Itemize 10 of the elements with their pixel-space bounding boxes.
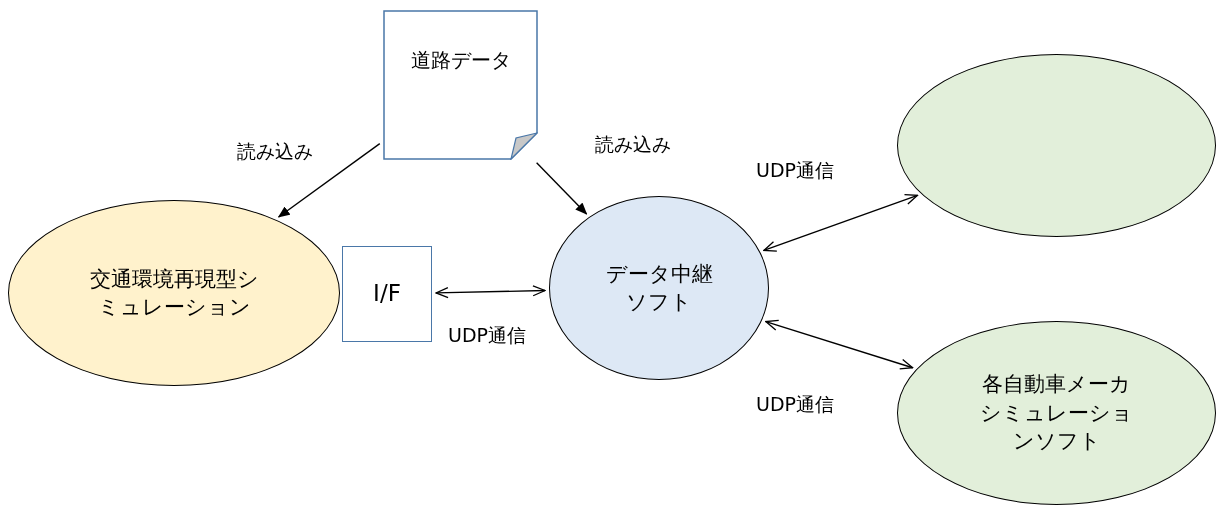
process-ellipse: 各自動車メーカシミュレーションソフト xyxy=(897,321,1216,505)
arrow xyxy=(535,162,588,215)
arrow xyxy=(277,142,381,218)
process-ellipse: 交通環境再現型シミュレーション xyxy=(8,200,340,386)
document-shape: 道路データ xyxy=(383,10,538,160)
relay-circle: データ中継ソフト xyxy=(549,196,769,380)
arrow xyxy=(765,319,914,370)
interface-box: I/F xyxy=(342,246,432,342)
arrow xyxy=(435,285,546,299)
arrow xyxy=(763,194,919,252)
